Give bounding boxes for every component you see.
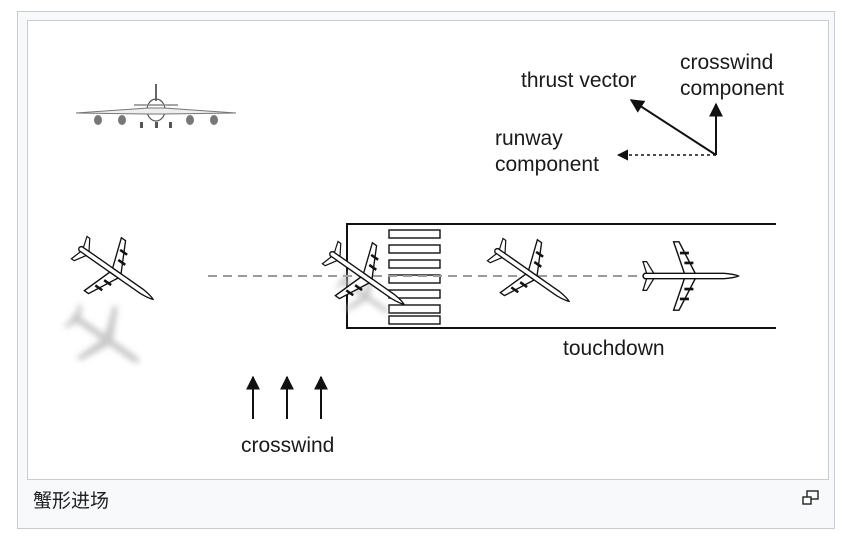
crosswind-component-label-line2: component xyxy=(680,77,784,100)
runway-threshold-markings xyxy=(388,229,441,325)
crosswind-arrows xyxy=(246,375,328,419)
crosswind-component-label-line1: crosswind xyxy=(680,51,773,74)
diagram-image[interactable]: thrust vector crosswind component runway… xyxy=(27,20,829,480)
touchdown-label: touchdown xyxy=(563,337,665,360)
figure-caption: 蟹形进场 xyxy=(33,490,110,512)
thrust-vector-arrow xyxy=(629,99,717,156)
front-view-airplane xyxy=(75,84,237,128)
enlarge-icon[interactable] xyxy=(801,490,821,506)
runway-component-label-line1: runway xyxy=(495,127,563,150)
thrust-vector-label: thrust vector xyxy=(521,69,637,92)
vector-diagram xyxy=(616,99,723,161)
crosswind-label: crosswind xyxy=(241,434,334,457)
runway-component-label-line2: component xyxy=(495,153,599,176)
